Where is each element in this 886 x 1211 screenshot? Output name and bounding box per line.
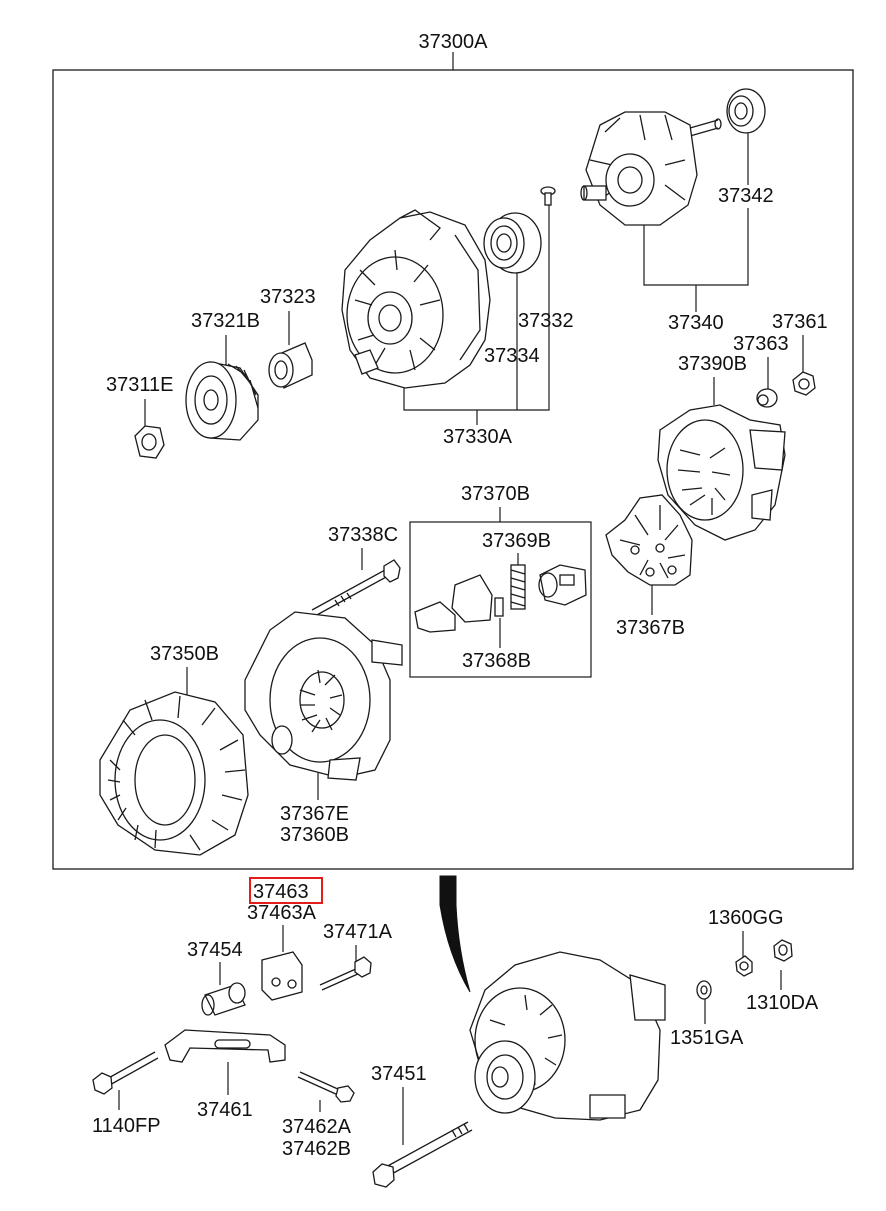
label-37311E: 37311E (106, 374, 173, 396)
label-1360GG: 1360GG (708, 907, 784, 929)
label-37367B: 37367B (616, 617, 685, 639)
label-37461: 37461 (197, 1099, 253, 1121)
bolt-1140FP (92, 1051, 159, 1095)
label-37323: 37323 (260, 286, 316, 308)
sleeve-37454 (201, 982, 246, 1016)
label-37451: 37451 (371, 1063, 427, 1085)
nut-37361 (792, 371, 816, 396)
bearing-37334 (483, 212, 542, 274)
indicator-arrow (439, 875, 471, 993)
label-37368B: 37368B (462, 650, 531, 672)
cap-37363 (756, 388, 778, 408)
label-37338C: 37338C (328, 524, 398, 546)
label-37454: 37454 (187, 939, 243, 961)
front-bracket-37330A (341, 209, 491, 389)
label-37462B: 37462B (282, 1138, 351, 1160)
label-37342: 37342 (718, 185, 774, 207)
label-37332: 37332 (518, 310, 574, 332)
label-37334: 37334 (484, 345, 540, 367)
label-37463: 37463 (253, 881, 309, 903)
nut-1310DA (773, 939, 793, 962)
stator-37350B (99, 691, 249, 856)
label-37361: 37361 (772, 311, 828, 333)
screw-37332 (540, 186, 556, 206)
label-37350B: 37350B (150, 643, 219, 665)
bearing-37342 (726, 88, 766, 134)
label-37300A: 37300A (419, 31, 489, 53)
rotor-37340 (580, 111, 722, 226)
bracket-37461 (164, 1029, 286, 1063)
highlight-box (249, 877, 323, 904)
label-1140FP: 1140FP (92, 1115, 161, 1137)
label-37360B: 37360B (280, 824, 349, 846)
label-37463A: 37463A (247, 902, 317, 924)
label-37462A: 37462A (282, 1116, 352, 1138)
bolt-37462A (297, 1071, 355, 1103)
label-37367E: 37367E (280, 803, 349, 825)
brush-holder-37370B (414, 564, 587, 633)
label-37390B: 37390B (678, 353, 747, 375)
rectifier-37367B (605, 494, 693, 586)
bolt-37338C (311, 559, 401, 617)
bolt-37451 (372, 1121, 473, 1188)
label-1310DA: 1310DA (746, 992, 819, 1014)
nut-1360GG (735, 955, 753, 977)
nut-37311E (134, 425, 165, 459)
label-37340: 37340 (668, 312, 724, 334)
alternator-assembly (469, 951, 666, 1121)
pulley-37321B (185, 361, 259, 441)
label-37321B: 37321B (191, 310, 260, 332)
label-37330A: 37330A (443, 426, 513, 448)
label-37369B: 37369B (482, 530, 551, 552)
spacer-37323 (268, 342, 313, 389)
bolt-37471A (319, 956, 372, 991)
label-1351GA: 1351GA (670, 1027, 744, 1049)
bracket-37463 (261, 951, 303, 1001)
rear-bracket-37360B (244, 611, 403, 781)
label-37363: 37363 (733, 333, 789, 355)
rear-cover-37390B (657, 404, 786, 541)
washer-1351GA (696, 980, 712, 1000)
label-37370B: 37370B (461, 483, 530, 505)
label-37471A: 37471A (323, 921, 393, 943)
